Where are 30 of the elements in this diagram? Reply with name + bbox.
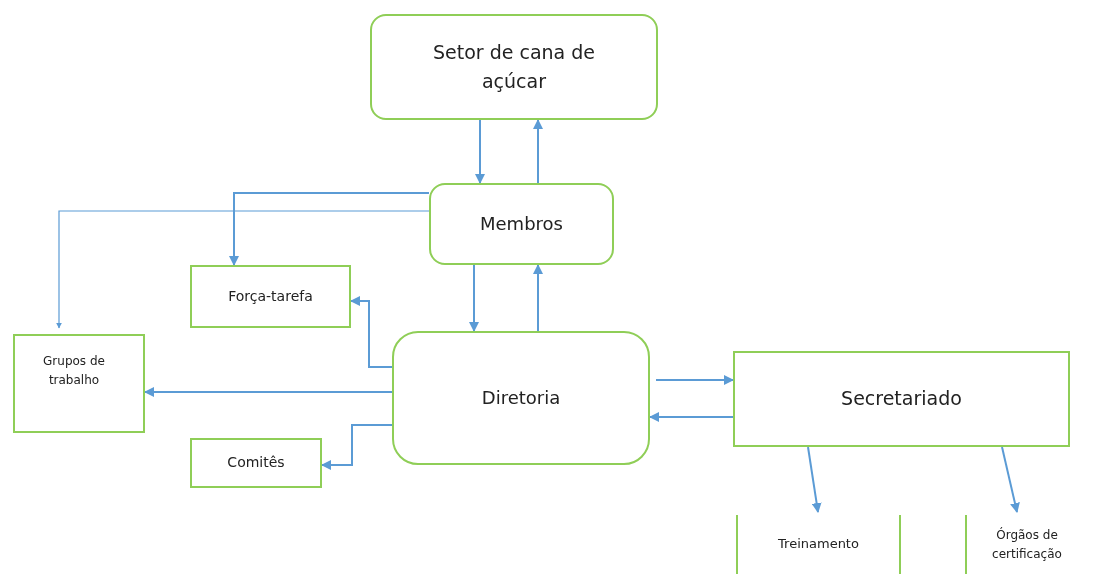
arrow [649, 412, 734, 422]
box-label: Setor de cana de açúcar [432, 39, 596, 94]
arrow [229, 192, 430, 266]
arrow [533, 264, 543, 332]
org-box [429, 183, 614, 265]
org-box [733, 351, 1070, 447]
arrow [56, 210, 430, 329]
arrow [1001, 446, 1020, 513]
org-box [370, 14, 658, 120]
box-label: Grupos de trabalho [42, 353, 106, 389]
org-box [736, 515, 901, 574]
arrow [469, 264, 479, 332]
box-label: Membros [480, 212, 563, 237]
box-label: Secretariado [841, 386, 962, 412]
arrow [475, 119, 485, 184]
arrow [321, 424, 393, 470]
org-box [392, 331, 650, 465]
arrow [655, 375, 734, 385]
arrow [533, 119, 543, 184]
org-box [190, 265, 351, 328]
box-label: Treinamento [778, 535, 859, 554]
arrow [807, 446, 822, 513]
box-label: Comitês [227, 453, 285, 473]
arrow [350, 296, 393, 368]
box-label: Órgãos de certificação [991, 526, 1063, 563]
org-box [13, 334, 145, 433]
box-label: Força-tarefa [228, 286, 313, 306]
box-label: Diretoria [481, 386, 561, 411]
org-box [190, 438, 322, 488]
arrow [144, 387, 393, 397]
